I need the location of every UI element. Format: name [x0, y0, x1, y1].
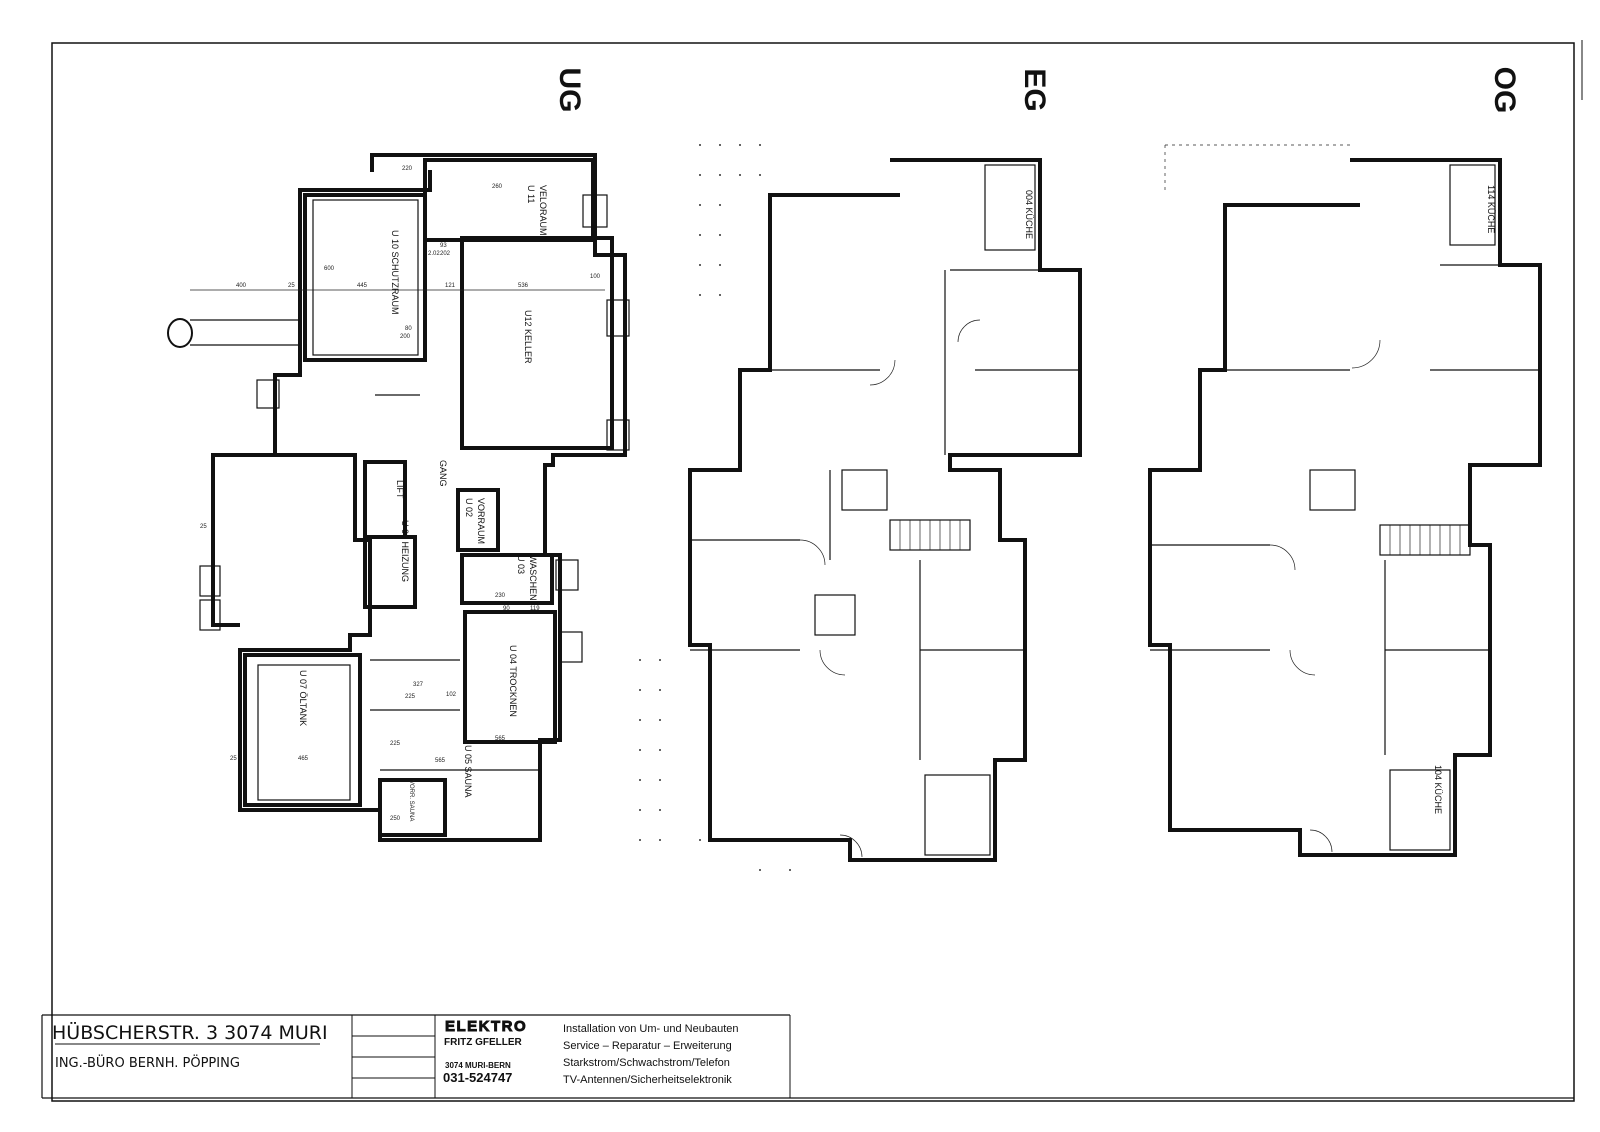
dim-ug-0: 220 [402, 166, 413, 172]
dim-ug-2: 93 [440, 243, 447, 249]
floor-heading-ug: UG [553, 68, 586, 113]
dim-ug-6: 121 [445, 283, 456, 289]
dim-ug-22: 25 [200, 524, 207, 530]
room-trocknen: U 04 TROCKNEN [508, 645, 518, 717]
svg-text:WASCHEN: WASCHEN [528, 555, 538, 601]
dim-ug-18: 119 [530, 606, 540, 612]
emergency-exit-tube [167, 318, 193, 348]
room-oltank: U 07 ÖLTANK [298, 670, 308, 726]
room-eg-kueche: 004 KÜCHE [1024, 190, 1034, 239]
plan-ug: VELORAUM U 11 U 10 SCHUTZRAUM U12 KELLER… [167, 153, 630, 842]
svg-text:004 KÜCHE: 004 KÜCHE [1024, 190, 1034, 239]
dim-ug-9: 400 [236, 283, 247, 289]
svg-text:U 07 ÖLTANK: U 07 ÖLTANK [298, 670, 308, 726]
room-vorraum: VORRAUM U 02 [464, 498, 486, 544]
svg-text:U12 KELLER: U12 KELLER [523, 310, 533, 364]
dim-ug-17: 90 [503, 606, 510, 612]
og-stair [1379, 524, 1471, 556]
svg-text:U 03: U 03 [516, 555, 526, 574]
svg-text:UG: UG [553, 68, 586, 113]
svg-text:VORR. SAUNA: VORR. SAUNA [408, 780, 414, 821]
svg-text:EG: EG [1018, 68, 1051, 111]
dim-ug-14: 327 [413, 682, 424, 688]
dim-ug-12: 80 [405, 326, 412, 332]
dim-ug-11: 600 [324, 266, 335, 272]
company-phone: 031-524747 [443, 1070, 512, 1085]
dim-ug-16: 102 [446, 692, 457, 698]
svg-text:U 02: U 02 [464, 498, 474, 517]
room-vorraum-sauna: VORR. SAUNA [408, 780, 414, 821]
eg-terrain-dots [639, 144, 791, 871]
dim-ug-1: 260 [492, 184, 503, 190]
dim-ug-3: 202 [440, 251, 451, 257]
room-schutzraum: U 10 SCHUTZRAUM [390, 230, 400, 315]
svg-text:114 KÜCHE: 114 KÜCHE [1486, 185, 1496, 233]
room-lift: LIFT [395, 480, 405, 499]
service-line-1: Installation von Um- und Neubauten [563, 1023, 739, 1035]
svg-text:OG: OG [1488, 67, 1521, 114]
dim-ug-13: 200 [400, 334, 411, 340]
room-og-kueche-bottom: 104 KÜCHE [1433, 765, 1443, 814]
svg-text:U 10 SCHUTZRAUM: U 10 SCHUTZRAUM [390, 230, 400, 315]
svg-text:104 KÜCHE: 104 KÜCHE [1433, 765, 1443, 814]
dim-ug-26: 250 [390, 816, 401, 822]
dim-ug-24: 225 [390, 741, 401, 747]
svg-text:VELORAUM: VELORAUM [538, 185, 548, 236]
service-line-4: TV-Antennen/Sicherheitselektronik [563, 1074, 732, 1086]
svg-text:LIFT: LIFT [395, 480, 405, 499]
svg-text:U 11: U 11 [526, 185, 536, 203]
dim-ug-25: 565 [495, 736, 506, 742]
company-city: 3074 MURI-BERN [445, 1061, 511, 1070]
dim-ug-19: 230 [495, 593, 506, 599]
svg-text:U 05 SAUNA: U 05 SAUNA [463, 745, 473, 798]
svg-text:VORRAUM: VORRAUM [476, 498, 486, 544]
plan-og: 114 KÜCHE 104 KÜCHE [1148, 144, 1542, 857]
room-sauna: U 05 SAUNA [463, 745, 473, 798]
engineer-text: ING.-BÜRO BERNH. PÖPPING [55, 1054, 240, 1071]
dim-ug-23: 25 [230, 756, 237, 762]
dim-ug-20: 565 [435, 758, 446, 764]
elektro-logo: ELEKTRO [445, 1018, 527, 1035]
title-block: HÜBSCHERSTR. 3 3074 MURI ING.-BÜRO BERNH… [41, 1014, 1574, 1099]
dim-ug-21: 465 [298, 756, 309, 762]
dim-ug-15: 225 [405, 694, 416, 700]
company-name: FRITZ GFELLER [444, 1037, 523, 1048]
dim-ug-5: 445 [357, 283, 368, 289]
sheet-frame [51, 42, 1575, 1102]
plan-eg: 004 KÜCHE [639, 144, 1082, 871]
room-waschen: WASCHEN U 03 [516, 555, 538, 601]
dim-ug-10: 25 [288, 283, 295, 289]
room-og-kueche-top: 114 KÜCHE [1486, 185, 1496, 233]
address-text: HÜBSCHERSTR. 3 3074 MURI [52, 1021, 328, 1044]
room-keller: U12 KELLER [523, 310, 533, 364]
dim-ug-8: 100 [590, 274, 601, 280]
room-veloraum: VELORAUM U 11 [526, 185, 548, 236]
dim-ug-7: 536 [518, 283, 529, 289]
service-line-3: Starkstrom/Schwachstrom/Telefon [563, 1057, 730, 1069]
svg-text:U 04 TROCKNEN: U 04 TROCKNEN [508, 645, 518, 717]
dim-ug-4: 2.02 [428, 251, 440, 257]
service-line-2: Service – Reparatur – Erweiterung [563, 1040, 732, 1052]
eg-stair [889, 519, 971, 551]
room-gang: GANG [438, 460, 448, 487]
svg-text:U 06 HEIZUNG: U 06 HEIZUNG [400, 520, 410, 582]
svg-text:GANG: GANG [438, 460, 448, 487]
floor-heading-eg: EG [1018, 68, 1051, 111]
floor-heading-og: OG [1488, 67, 1521, 114]
room-heizung: U 06 HEIZUNG [400, 520, 410, 582]
